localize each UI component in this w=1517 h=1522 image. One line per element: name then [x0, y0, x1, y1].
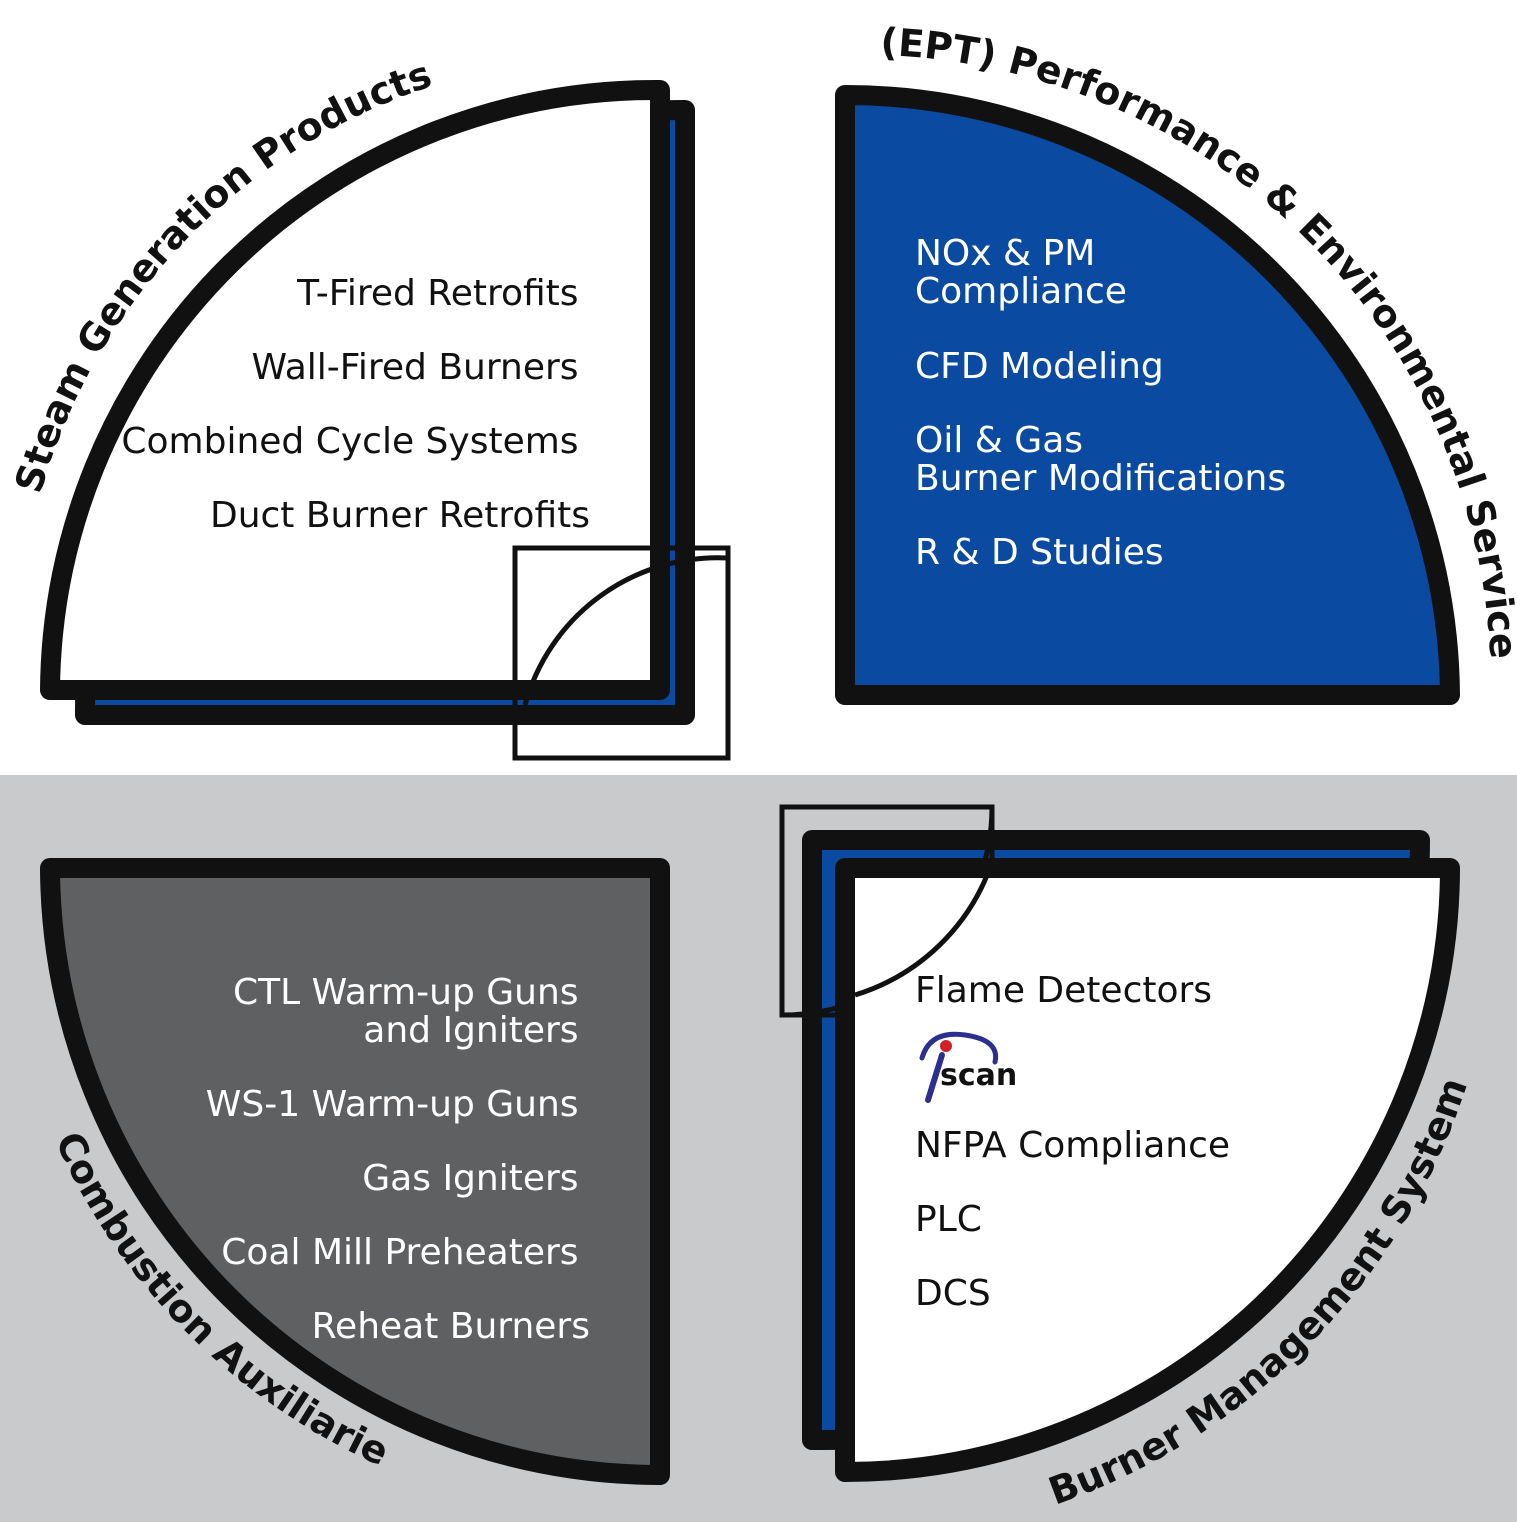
item-duct-burner-retrofits: Duct Burner Retrofits: [210, 495, 590, 536]
item-plc: PLC: [915, 1199, 982, 1240]
item-dcs: DCS: [915, 1273, 991, 1314]
steam-generation-items: T-Fired Retrofits Wall-Fired Burners Com…: [121, 273, 590, 536]
ept-items: NOx & PM Compliance CFD Modeling Oil & G…: [915, 233, 1298, 573]
iscan-logo-icon: scan: [919, 1031, 1017, 1103]
steam-generation-card: [40, 79, 670, 700]
item-ws1-warmup-guns: WS-1 Warm-up Guns: [206, 1084, 579, 1125]
item-wall-fired-burners: Wall-Fired Burners: [251, 347, 578, 388]
item-rd-studies: R & D Studies: [915, 532, 1164, 573]
burner-management-card: [835, 858, 1460, 1482]
item-nfpa-compliance: NFPA Compliance: [915, 1125, 1230, 1166]
burner-management-marker-arc: [854, 861, 995, 998]
item-nox-pm: NOx & PM: [915, 233, 1095, 274]
item-flame-detectors: Flame Detectors: [915, 970, 1212, 1011]
item-combined-cycle-systems: Combined Cycle Systems: [121, 421, 578, 462]
burner-management-items: Flame Detectors NFPA Compliance PLC DCS: [915, 970, 1241, 1314]
item-reheat-burners: Reheat Burners: [312, 1306, 590, 1347]
item-t-fired-retrofits: T-Fired Retrofits: [296, 273, 578, 314]
steam-generation-corner-marker: [512, 545, 731, 761]
combustion-auxiliaries-card: [40, 858, 670, 1485]
ept-card: [835, 85, 1460, 705]
iscan-logo-text: scan: [940, 1058, 1017, 1093]
item-oil-gas: Oil & Gas: [915, 420, 1083, 461]
combustion-auxiliaries-items: CTL Warm-up Guns and Igniters WS-1 Warm-…: [206, 972, 590, 1347]
item-gas-igniters: Gas Igniters: [362, 1158, 578, 1199]
item-nox-pm-compliance: Compliance: [915, 271, 1127, 312]
item-cfd-modeling: CFD Modeling: [915, 346, 1164, 387]
item-coal-mill-preheaters: Coal Mill Preheaters: [221, 1232, 578, 1273]
item-burner-modifications: Burner Modifications: [915, 458, 1286, 499]
item-and-igniters: and Igniters: [363, 1010, 578, 1051]
item-ctl-warmup-guns: CTL Warm-up Guns: [233, 972, 579, 1013]
